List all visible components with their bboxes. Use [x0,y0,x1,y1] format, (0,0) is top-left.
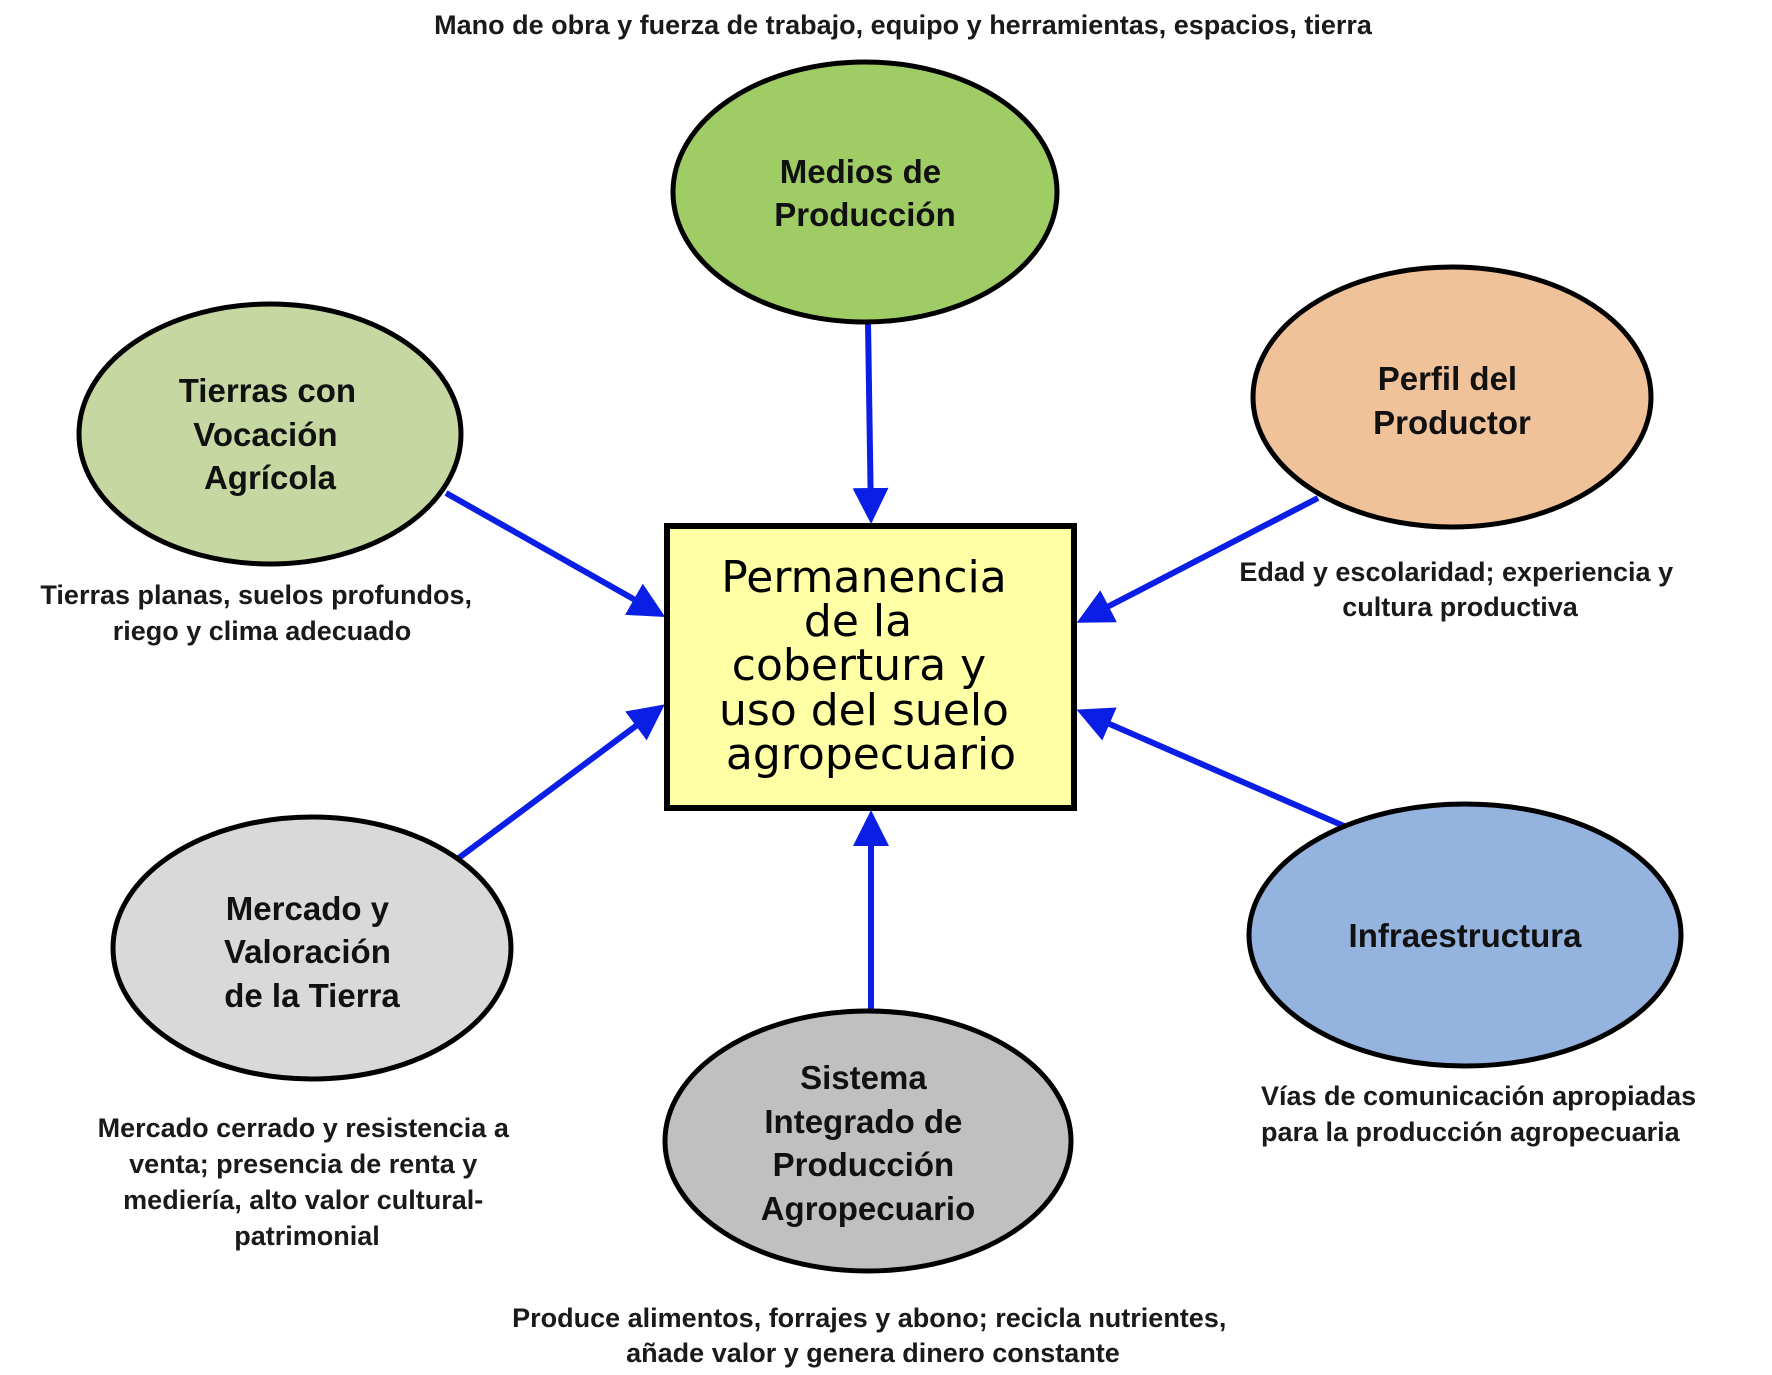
node-mercado-label: Mercado y Valoración de la Tierra [224,890,400,1014]
node-label-line: Productor [1373,404,1531,441]
note-line: Edad y escolaridad; experiencia y [1239,557,1673,587]
center-line: cobertura y [732,640,986,691]
arrow-perfil-to-center [1076,495,1320,623]
node-label-line: Perfil del [1378,360,1517,397]
arrow-mercado-to-center [454,704,665,863]
note-line: Produce alimentos, forrajes y abono; rec… [512,1303,1226,1333]
node-sistema-label: Sistema Integrado de Producción Agropecu… [761,1059,976,1227]
note-sistema: Produce alimentos, forrajes y abono; rec… [512,1303,1234,1368]
arrows [444,321,1346,1012]
node-label-line: Vocación [193,416,337,453]
node-tierras-vocacion-agricola: Tierras con Vocación Agrícola [76,301,464,567]
arrow-tierras-to-center [444,490,666,617]
node-sistema-shape [662,1008,1074,1274]
center-line: de la [804,596,912,647]
node-label-line: Integrado de [764,1103,962,1140]
note-line: cultura productiva [1342,592,1579,622]
note-tierras: Tierras planas, suelos profundos, riego … [40,580,479,646]
node-perfil-label: Perfil del Productor [1373,360,1531,441]
center-box: Permanencia de la cobertura y uso del su… [664,523,1077,811]
center-line: agropecuario [726,729,1016,780]
note-line: añade valor y genera dinero constante [626,1338,1120,1368]
node-label-line: Tierras con [179,372,356,409]
node-medios-de-produccion: Medios de Producción [670,59,1060,325]
node-perfil-shape [1250,264,1654,530]
node-medios-shape [670,59,1060,325]
node-label-line: Agropecuario [761,1190,976,1227]
note-infra: Vías de comunicación apropiadas para la … [1261,1081,1704,1147]
node-label-line: de la Tierra [224,977,400,1014]
node-label-line: Valoración [224,933,391,970]
node-infraestructura: Infraestructura [1246,801,1684,1069]
note-line: Tierras planas, suelos profundos, [40,580,472,610]
note-line: Mercado cerrado y resistencia a [98,1113,510,1143]
arrow-medios-to-center [852,321,889,524]
note-perfil: Edad y escolaridad; experiencia y cultur… [1239,557,1680,622]
center-line: uso del suelo [719,685,1009,736]
node-mercado-valoracion-tierra: Mercado y Valoración de la Tierra [110,814,514,1082]
node-label-line: Sistema [800,1059,927,1096]
note-line: riego y clima adecuado [113,616,412,646]
center-box-shape [664,523,1077,811]
node-mercado-shape [110,814,514,1082]
note-line: para la producción agropecuaria [1261,1117,1681,1147]
node-label-line: Producción [774,196,956,233]
arrow-infra-to-center [1076,707,1346,829]
note-line: Mano de obra y fuerza de trabajo, equipo… [434,10,1373,40]
node-label-line: Medios de [780,153,941,190]
node-label-line: Agrícola [204,459,337,496]
node-label-line: Producción [773,1146,955,1183]
note-mercado: Mercado cerrado y resistencia a venta; p… [98,1113,517,1251]
node-medios-label: Medios de Producción [774,153,956,233]
node-label-line: Mercado y [226,890,390,927]
center-line: Permanencia [721,552,1006,603]
note-line: mediería, alto valor cultural- [123,1185,483,1215]
node-infra-shape [1246,801,1684,1069]
node-tierras-label: Tierras con Vocación Agrícola [179,372,365,496]
note-line: patrimonial [234,1221,380,1251]
center-box-label: Permanencia de la cobertura y uso del su… [719,552,1023,780]
node-infra-label: Infraestructura [1349,917,1583,954]
node-perfil-del-productor: Perfil del Productor [1250,264,1654,530]
note-line: venta; presencia de renta y [129,1149,477,1179]
note-medios: Mano de obra y fuerza de trabajo, equipo… [434,10,1373,40]
note-line: Vías de comunicación apropiadas [1261,1081,1696,1111]
node-tierras-shape [76,301,464,567]
node-label-line: Infraestructura [1349,917,1583,954]
node-sistema-integrado-produccion: Sistema Integrado de Producción Agropecu… [662,1008,1074,1274]
